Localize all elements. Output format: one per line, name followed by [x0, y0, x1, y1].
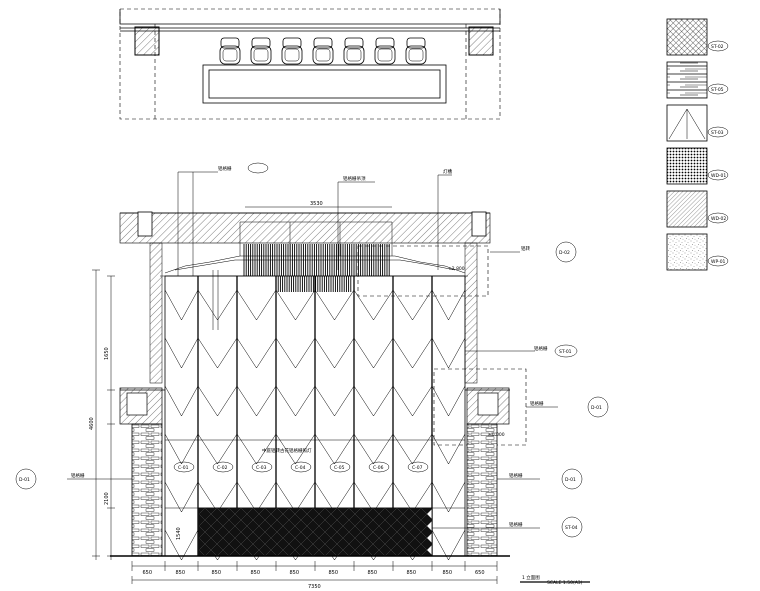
legend-item: WD-02	[666, 190, 729, 228]
svg-text:C-07: C-07	[412, 465, 423, 471]
top-label-3: 灯槽	[443, 168, 452, 175]
legend-code: WP-01	[711, 259, 726, 265]
oval-tag: C-03	[251, 461, 273, 473]
svg-text:C-05: C-05	[334, 465, 345, 471]
top-dimension: 3530	[310, 201, 323, 207]
bottom-dim: 850	[443, 570, 453, 576]
legend-item: WD-01	[666, 147, 729, 185]
plan-chair	[250, 37, 272, 65]
legend-item: ST-02	[666, 18, 729, 56]
level-mark-2: ±0.000	[488, 432, 505, 438]
legend-swatch	[666, 233, 708, 271]
slat-band-lower	[275, 276, 352, 292]
legend-item: ST-05	[666, 61, 729, 99]
oval-tag: C-05	[329, 461, 351, 473]
drawing-scale: SCALE 1:50(A3)	[547, 580, 583, 586]
overall-width: 7350	[308, 584, 321, 590]
side-label-6: 铝格栅	[509, 521, 523, 528]
svg-text:C-06: C-06	[373, 465, 384, 471]
bottom-dim: 850	[251, 570, 261, 576]
pillar-right	[466, 423, 498, 557]
legend-swatch	[666, 190, 708, 228]
legend-item: WP-01	[666, 233, 729, 271]
dim-left-3: 1540	[176, 527, 182, 540]
plan-chair	[374, 37, 396, 65]
side-label-2: 铝格栅	[534, 345, 548, 352]
bottom-dim: 850	[290, 570, 300, 576]
svg-text:C-04: C-04	[295, 465, 306, 471]
top-label-1: 铝格栅	[218, 165, 232, 172]
legend-swatch	[666, 61, 708, 99]
dim-left-1: 1650	[104, 347, 110, 360]
plan-column-left	[134, 26, 160, 56]
side-code-5: D-01	[19, 477, 30, 483]
side-label-3: 铝格栅	[530, 400, 544, 407]
bottom-dimensions: 7350 650 850 850 850 850 850 850 850 850 650	[131, 561, 498, 590]
legend-code: ST-02	[711, 44, 724, 50]
legend-item: ST-03	[666, 104, 729, 142]
side-code-4: D-01	[565, 477, 576, 483]
checker-pattern	[199, 508, 432, 556]
oval-tag: C-06	[368, 461, 390, 473]
legend-code: ST-03	[711, 130, 724, 136]
plan-chair	[343, 37, 365, 65]
legend-code: WD-02	[711, 216, 726, 222]
plan-chair	[405, 37, 427, 65]
oval-tag: C-01	[173, 461, 195, 473]
side-code-2: ST-01	[559, 349, 572, 355]
dim-left-2: 2100	[104, 492, 110, 505]
bottom-dim: 650	[143, 570, 153, 576]
dim-left-overall: 4600	[89, 417, 95, 430]
legend-swatch	[666, 18, 708, 56]
svg-text:C-03: C-03	[256, 465, 267, 471]
legend-code: ST-05	[711, 87, 724, 93]
legend-swatch	[666, 147, 708, 185]
slat-band-upper	[243, 244, 390, 276]
bottom-dim: 650	[475, 570, 485, 576]
level-marks: +2.800 ±0.000	[448, 266, 505, 438]
plan-chair	[312, 37, 334, 65]
top-label-2: 铝格栅吊顶	[343, 175, 366, 182]
side-code-1: D-02	[559, 250, 570, 256]
bottom-dim: 850	[212, 570, 222, 576]
bottom-dim: 850	[407, 570, 417, 576]
elevation	[110, 211, 527, 561]
legend-code: WD-01	[711, 173, 726, 179]
oval-tag-row: C-01 C-02 C-03 C-04 C-05 C-06 C-07	[173, 461, 429, 473]
callout-left: 铝格栅 D-01	[15, 468, 132, 490]
bottom-dim: 850	[368, 570, 378, 576]
plan-chair	[281, 37, 303, 65]
level-mark-1: +2.800	[448, 266, 465, 272]
plan-column-right	[468, 26, 494, 56]
plan-view	[119, 8, 501, 120]
svg-text:C-01: C-01	[178, 465, 189, 471]
side-label-5: 铝格栅	[71, 472, 85, 479]
drawing-title: 1 立面图	[522, 574, 540, 581]
callouts-right: 铝转 D-02 铝格栅 ST-01 铝格栅 D-01 铝格栅 D-01 铝格栅 …	[432, 241, 609, 538]
oval-tag: C-02	[212, 461, 234, 473]
bottom-dim: 850	[176, 570, 186, 576]
plan-chair	[219, 37, 241, 65]
bottom-dim: 850	[329, 570, 339, 576]
top-annotations: 铝格栅 铝格栅吊顶 灯槽 3530	[177, 162, 452, 276]
side-code-6: ST-04	[565, 525, 578, 531]
side-label-1: 铝转	[521, 245, 530, 252]
side-label-4: 铝格栅	[509, 472, 523, 479]
left-dimensions: 4600 1650 2100 1540	[89, 269, 182, 560]
oval-tag: C-07	[407, 461, 429, 473]
plan-chairs	[219, 37, 427, 65]
svg-text:C-02: C-02	[217, 465, 228, 471]
title-block: 1 立面图 SCALE 1:50(A3)	[520, 574, 590, 586]
pillar-left	[131, 423, 163, 557]
center-note: 中庭铝转古花铝格栅照灯	[262, 447, 312, 454]
oval-tag: C-04	[290, 461, 312, 473]
side-code-3: D-01	[591, 405, 602, 411]
